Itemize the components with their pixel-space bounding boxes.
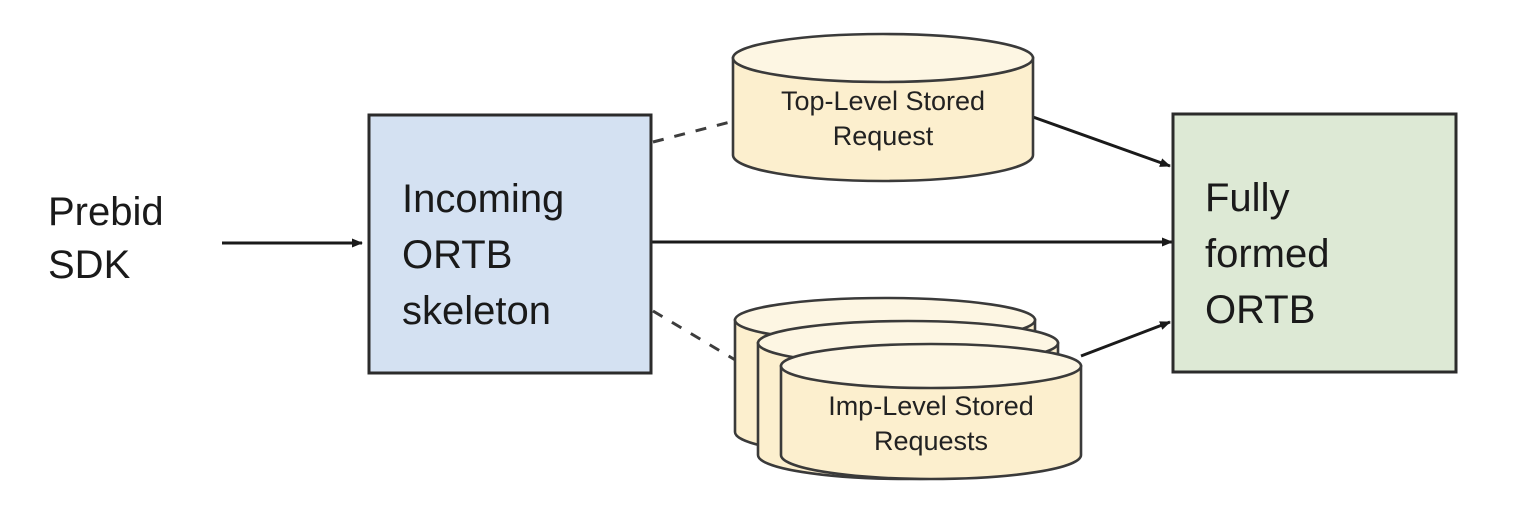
node-top-level-stored-request[interactable]: Top-Level Stored Request — [731, 32, 1035, 183]
top-stored-cylinder-body[interactable] — [731, 56, 1035, 183]
incoming-ortb-label-line3: skeleton — [402, 289, 551, 333]
incoming-ortb-box[interactable] — [367, 113, 653, 375]
node-prebid-sdk: Prebid SDK — [48, 190, 164, 287]
fully-formed-ortb-box[interactable] — [1171, 112, 1458, 374]
prebid-sdk-label-line2: SDK — [48, 243, 131, 287]
imp-stored-cylinder-front[interactable] — [779, 342, 1083, 481]
top-stored-cylinder-top — [731, 32, 1035, 84]
node-incoming-ortb-skeleton[interactable]: Incoming ORTB skeleton — [367, 113, 653, 375]
imp-stored-label-line2: Requests — [874, 426, 988, 456]
imp-stored-label-line1: Imp-Level Stored — [828, 391, 1034, 421]
fully-formed-ortb-label-line3: ORTB — [1205, 288, 1315, 332]
node-imp-level-stored-requests[interactable]: Imp-Level Stored Requests — [733, 296, 1083, 481]
edge-top-stored-to-output — [1032, 115, 1171, 168]
edge-incoming-to-top-stored — [652, 119, 735, 144]
node-fully-formed-ortb[interactable]: Fully formed ORTB — [1171, 112, 1458, 374]
fully-formed-ortb-label-line2: formed — [1205, 232, 1330, 276]
top-stored-label-line1: Top-Level Stored — [781, 86, 985, 116]
incoming-ortb-label-line1: Incoming — [402, 177, 564, 221]
edge-incoming-to-imp-stored — [652, 309, 738, 363]
prebid-sdk-label-line1: Prebid — [48, 190, 164, 234]
fully-formed-ortb-label-line1: Fully — [1205, 176, 1289, 220]
incoming-ortb-label-line2: ORTB — [402, 233, 512, 277]
top-stored-label-line2: Request — [833, 121, 934, 151]
edge-imp-stored-to-output — [1080, 320, 1171, 358]
